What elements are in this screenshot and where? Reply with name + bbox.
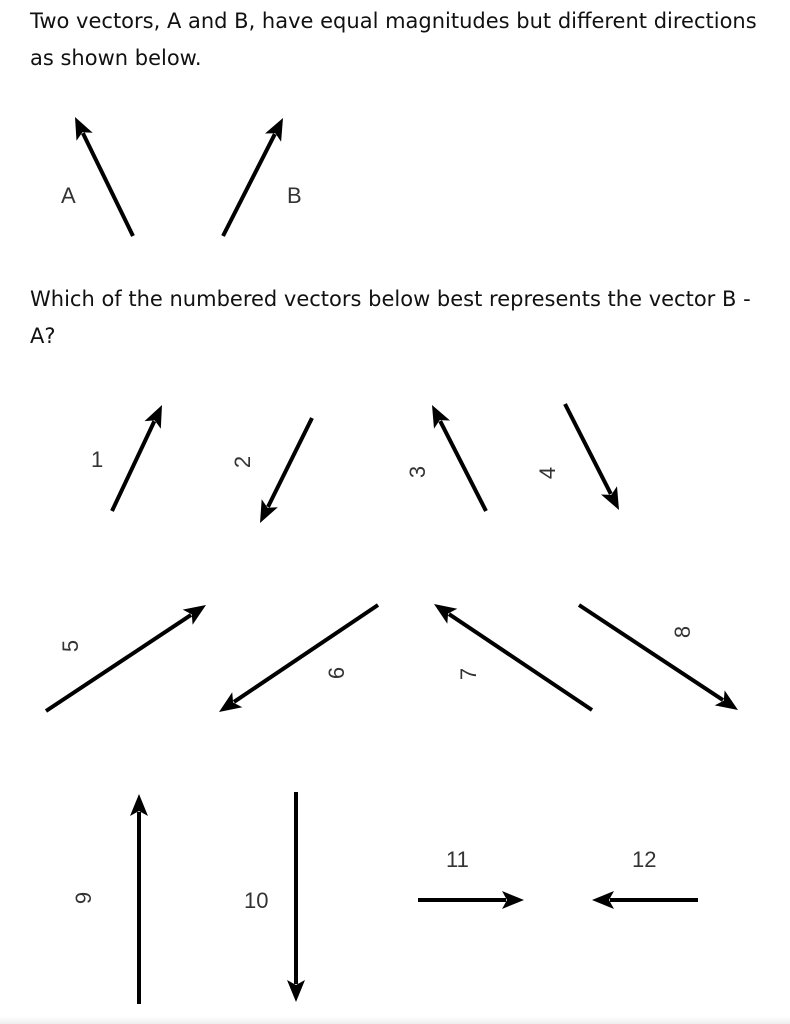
vector-a-arrowhead — [75, 117, 93, 141]
vector-9-arrowhead — [130, 794, 148, 816]
vector-4-shaft — [563, 403, 613, 495]
vector-6-shaft — [232, 603, 380, 704]
vector-5-label: 5 — [58, 640, 83, 652]
vector-b-arrowhead — [265, 118, 283, 142]
vector-b-arrow: B — [221, 118, 302, 237]
vector-5-arrowhead — [182, 605, 206, 625]
vector-11-label: 11 — [446, 847, 469, 872]
bottom-edge-shadow — [0, 1016, 790, 1024]
vector-a-label: A — [61, 183, 76, 208]
vector-12-arrow: 12 — [592, 847, 698, 909]
vector-5-shaft — [44, 613, 193, 713]
vector-4-label: 4 — [535, 467, 560, 479]
vector-3-arrow: 3 — [405, 405, 488, 512]
vector-7-shaft — [447, 612, 594, 712]
vector-2-arrow: 2 — [230, 417, 314, 523]
vector-10-label: 10 — [244, 888, 268, 913]
vector-7-label: 7 — [456, 668, 481, 680]
vector-11-arrow: 11 — [418, 847, 524, 909]
vector-2-arrowhead — [260, 499, 278, 523]
vector-7-arrow: 7 — [434, 604, 594, 712]
vector-10-arrow: 10 — [244, 792, 305, 1002]
vector-7-arrowhead — [434, 604, 458, 624]
vector-b-label: B — [287, 183, 302, 208]
vector-1-label: 1 — [91, 447, 103, 472]
vector-6-arrowhead — [219, 692, 243, 712]
vector-8-shaft — [577, 603, 725, 702]
vector-9-label: 9 — [71, 892, 96, 904]
vector-6-label: 6 — [324, 667, 349, 679]
vector-8-arrow: 8 — [577, 603, 738, 710]
vector-3-label: 3 — [405, 466, 430, 478]
vector-b-shaft — [221, 133, 277, 237]
vector-4-arrowhead — [601, 486, 619, 510]
question-prompt-text: Which of the numbered vectors below best… — [30, 287, 751, 348]
vector-1-arrow: 1 — [91, 405, 162, 512]
vector-8-arrowhead — [714, 690, 738, 710]
vector-1-shaft — [110, 420, 157, 512]
vector-8-label: 8 — [670, 626, 695, 638]
vector-6-arrow: 6 — [219, 603, 380, 712]
vector-10-arrowhead — [287, 980, 305, 1002]
vector-a-arrow: A — [61, 117, 135, 237]
question-intro-text: Two vectors, A and B, have equal magnitu… — [30, 9, 757, 70]
vector-3-shaft — [438, 420, 488, 512]
vector-11-arrowhead — [502, 891, 524, 909]
vector-3-arrowhead — [432, 405, 450, 429]
vector-2-label: 2 — [230, 456, 255, 468]
vector-12-arrowhead — [592, 891, 614, 909]
vector-2-shaft — [266, 417, 314, 508]
vector-1-arrowhead — [144, 405, 162, 429]
vector-9-arrow: 9 — [71, 794, 148, 1004]
vector-12-label: 12 — [632, 847, 656, 872]
vector-a-shaft — [81, 132, 135, 237]
vector-4-arrow: 4 — [535, 403, 619, 510]
vector-5-arrow: 5 — [44, 605, 206, 713]
